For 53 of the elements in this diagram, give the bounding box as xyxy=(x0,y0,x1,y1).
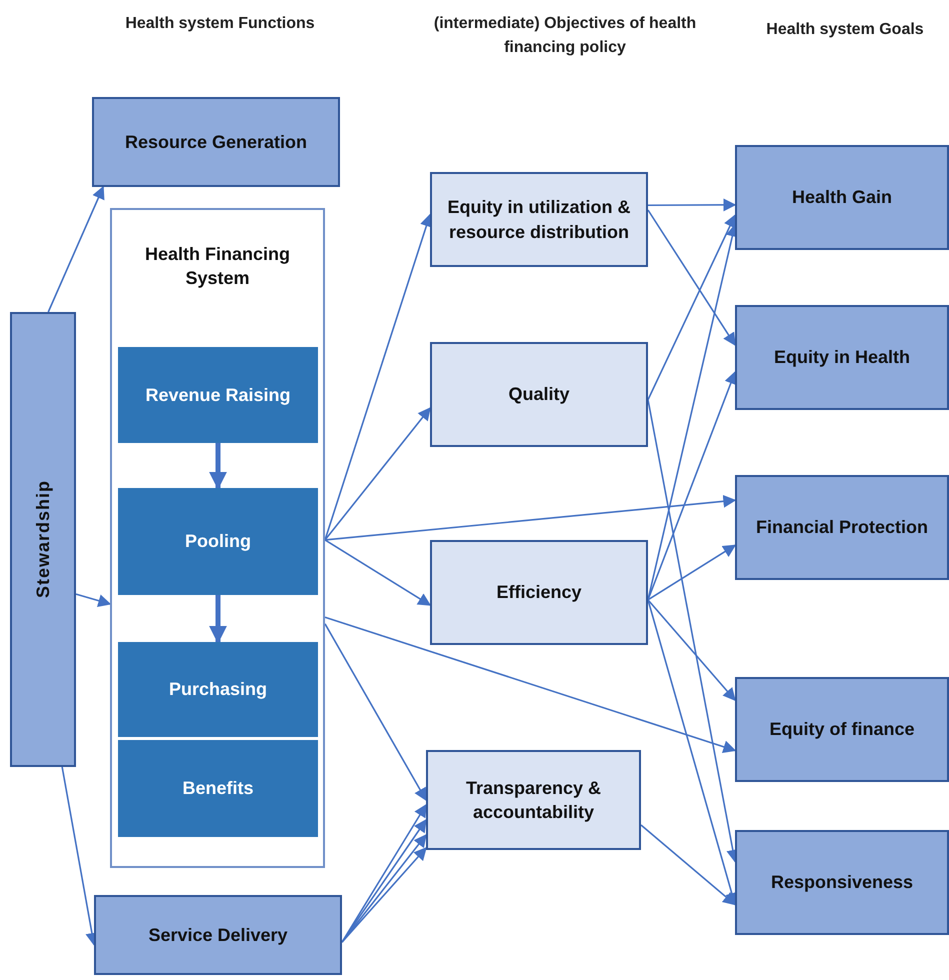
arrow xyxy=(324,407,431,540)
arrow xyxy=(76,593,112,607)
arrow xyxy=(324,494,736,541)
subfunction-box xyxy=(118,347,318,443)
box-label: Quality xyxy=(507,383,570,406)
box-label: Service Delivery xyxy=(147,924,289,947)
box-label: Stewardship xyxy=(32,479,54,601)
column-heading: Health system Goals xyxy=(765,20,925,40)
subfunction-box xyxy=(118,488,318,595)
box-label: Efficiency xyxy=(495,581,583,604)
arrow xyxy=(640,824,736,906)
arrow xyxy=(48,186,104,312)
objective-box xyxy=(430,342,648,447)
box-label: Transparency & accountability xyxy=(464,776,602,824)
arrow xyxy=(647,214,736,400)
arrow xyxy=(648,198,736,212)
arrow xyxy=(647,210,736,346)
subfunction-box xyxy=(118,642,318,737)
objective-box xyxy=(430,540,648,645)
system-panel xyxy=(110,208,325,868)
arrow xyxy=(647,370,737,600)
box-label: Equity of finance xyxy=(768,718,916,742)
function-box xyxy=(94,895,342,975)
function-box xyxy=(735,475,949,580)
box-label: Health Gain xyxy=(790,186,894,210)
box-label: Resource Generation xyxy=(124,130,308,154)
arrow xyxy=(648,544,736,601)
arrow xyxy=(324,623,427,802)
box-label: Purchasing xyxy=(168,678,268,702)
arrow xyxy=(324,616,736,754)
function-box xyxy=(735,677,949,782)
column-heading: Health system Functions xyxy=(124,14,316,34)
box-label: Responsiveness xyxy=(770,871,914,894)
box-label: Health Financing System xyxy=(144,243,291,290)
column-heading: (intermediate) Objectives of health financing policy xyxy=(432,14,698,58)
function-box xyxy=(735,305,949,410)
arrow xyxy=(209,443,227,490)
subfunction-box xyxy=(118,740,318,837)
arrow xyxy=(324,539,432,606)
objective-box xyxy=(430,172,648,267)
arrow xyxy=(209,595,227,644)
box-label: Benefits xyxy=(181,777,254,800)
objective-box xyxy=(426,750,641,850)
box-label: Financial Protection xyxy=(754,516,930,540)
box-label: Revenue Raising xyxy=(144,384,292,407)
box-label: Equity in utilization & resource distribution xyxy=(446,196,632,244)
function-box xyxy=(735,830,949,935)
function-box xyxy=(735,145,949,250)
function-box xyxy=(92,97,340,187)
function-box xyxy=(10,312,76,767)
box-label: Equity in Health xyxy=(772,346,911,370)
box-label: Pooling xyxy=(184,530,252,554)
arrow xyxy=(647,599,736,702)
